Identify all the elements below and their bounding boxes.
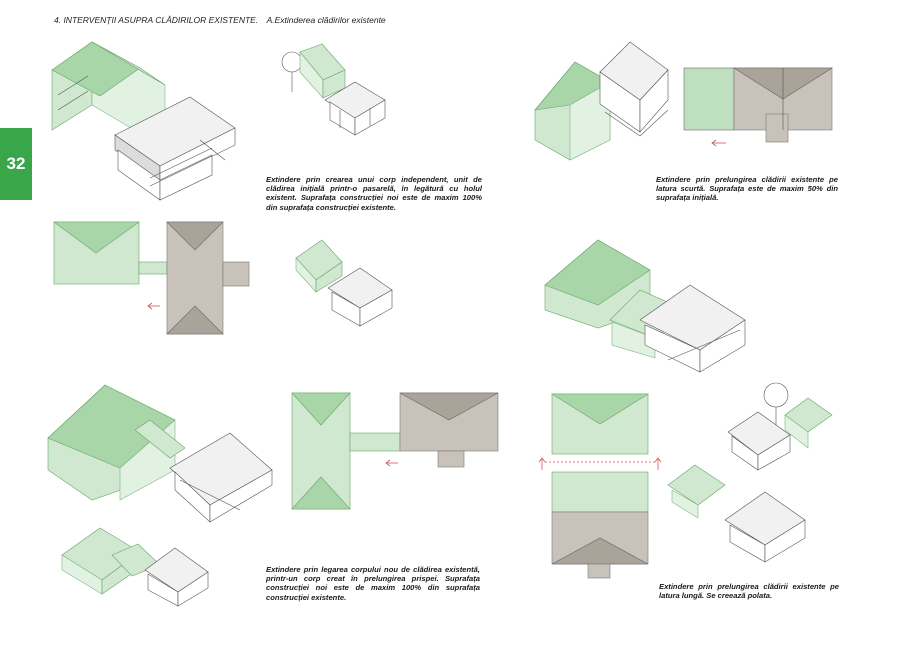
plan-extension-independent	[53, 221, 250, 335]
page-header: 4. INTERVENȚII ASUPRA CLĂDIRILOR EXISTEN…	[54, 15, 386, 25]
caption-long-side: Extindere prin prelungirea clădirii exis…	[659, 582, 839, 601]
iso-extension-porch-link	[47, 384, 273, 523]
iso-extension-long-side	[667, 382, 833, 563]
page-number: 32	[6, 154, 26, 173]
section-title: 4. INTERVENȚII ASUPRA CLĂDIRILOR EXISTEN…	[54, 15, 259, 25]
iso-extension-porch-link-small	[61, 527, 209, 607]
caption-short-side: Extindere prin prelungirea clădirii exis…	[656, 175, 838, 203]
iso-extension-independent-large	[51, 41, 236, 201]
caption-porch-link: Extindere prin legarea corpului nou de c…	[266, 565, 480, 602]
section-subtitle: A.Extinderea clădirilor existente	[266, 15, 386, 25]
plan-extension-long-side	[538, 393, 662, 579]
plan-extension-short-side	[683, 67, 834, 147]
iso-extension-short-side	[534, 41, 669, 161]
page-number-tab: 32	[0, 128, 32, 200]
caption-independent-body: Extindere prin crearea unui corp indepen…	[266, 175, 482, 212]
plan-extension-porch-link	[291, 392, 499, 510]
iso-extension-passage	[544, 239, 746, 373]
iso-extension-independent-small	[281, 43, 386, 136]
iso-extension-independent-small-2	[295, 239, 393, 327]
